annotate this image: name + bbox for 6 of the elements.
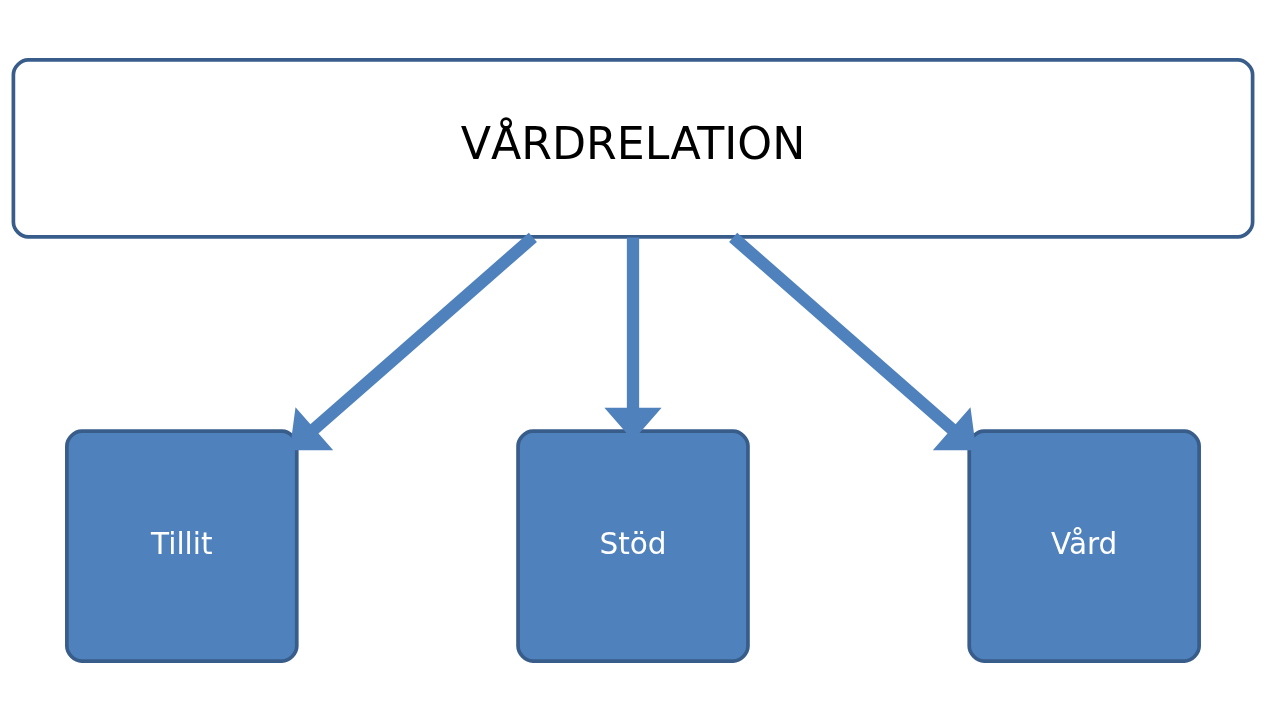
- node-box: Stöd: [516, 429, 750, 663]
- node-box: VÅRDRELATION: [11, 58, 1255, 239]
- node-box: Tillit: [65, 429, 299, 663]
- arrow: [729, 232, 977, 451]
- arrow: [289, 232, 537, 451]
- node-box: Vård: [967, 429, 1201, 663]
